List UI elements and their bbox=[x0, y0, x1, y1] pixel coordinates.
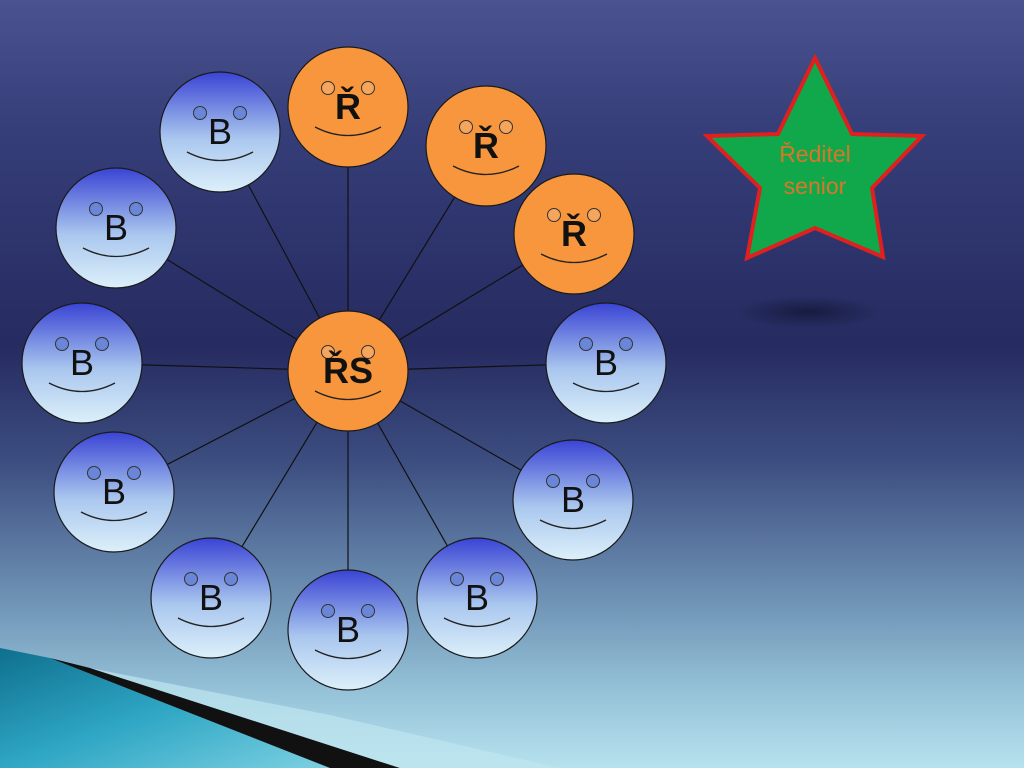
left-eye bbox=[579, 337, 593, 351]
smile bbox=[443, 617, 511, 628]
smile bbox=[177, 617, 245, 628]
face-circle bbox=[55, 167, 177, 289]
face-circle bbox=[21, 302, 143, 424]
face-label: B bbox=[594, 342, 618, 383]
face-label: Ř bbox=[335, 85, 361, 127]
face-label: B bbox=[465, 577, 489, 618]
smile bbox=[539, 519, 607, 530]
right-eye bbox=[129, 202, 143, 216]
senior-director-center-face: ŘS bbox=[287, 310, 409, 432]
right-eye bbox=[224, 572, 238, 586]
star-shape bbox=[702, 53, 927, 262]
member-face: B bbox=[287, 569, 409, 691]
face-circle bbox=[545, 302, 667, 424]
smile bbox=[314, 649, 382, 660]
smile bbox=[48, 382, 116, 393]
left-eye bbox=[193, 106, 207, 120]
face-circle bbox=[53, 431, 175, 553]
left-eye bbox=[89, 202, 103, 216]
right-eye bbox=[95, 337, 109, 351]
left-eye bbox=[546, 474, 560, 488]
right-eye bbox=[127, 466, 141, 480]
smile bbox=[186, 151, 254, 162]
smile bbox=[314, 126, 382, 137]
left-eye bbox=[450, 572, 464, 586]
face-label: B bbox=[70, 342, 94, 383]
right-eye bbox=[490, 572, 504, 586]
left-eye bbox=[184, 572, 198, 586]
face-label: B bbox=[208, 111, 232, 152]
left-eye bbox=[547, 208, 561, 222]
member-face: B bbox=[545, 302, 667, 424]
faces-layer: Ř Ř Ř B B B B B B B B B ŘS bbox=[21, 46, 667, 691]
face-label: B bbox=[199, 577, 223, 618]
smile bbox=[314, 390, 382, 401]
face-circle bbox=[287, 310, 409, 432]
corner-ribbon bbox=[0, 648, 560, 768]
right-eye bbox=[586, 474, 600, 488]
smile bbox=[452, 165, 520, 176]
right-eye bbox=[619, 337, 633, 351]
director-face: Ř bbox=[425, 85, 547, 207]
director-face: Ř bbox=[513, 173, 635, 295]
star-shadow bbox=[736, 296, 880, 328]
face-label: ŘS bbox=[323, 349, 373, 391]
face-circle bbox=[287, 569, 409, 691]
director-senior-star: Ředitel senior bbox=[702, 53, 927, 262]
face-circle bbox=[416, 537, 538, 659]
face-circle bbox=[150, 537, 272, 659]
member-face: B bbox=[21, 302, 143, 424]
left-eye bbox=[321, 345, 335, 359]
face-label: Ř bbox=[561, 212, 587, 254]
face-label: B bbox=[336, 609, 360, 650]
star-label-line-1: Ředitel bbox=[779, 141, 851, 167]
member-face: B bbox=[159, 71, 281, 193]
face-label: Ř bbox=[473, 124, 499, 166]
right-eye bbox=[499, 120, 513, 134]
left-eye bbox=[321, 604, 335, 618]
smile bbox=[572, 382, 640, 393]
right-eye bbox=[233, 106, 247, 120]
face-circle bbox=[159, 71, 281, 193]
face-circle bbox=[287, 46, 409, 168]
smile bbox=[82, 247, 150, 258]
face-circle bbox=[513, 173, 635, 295]
member-face: B bbox=[512, 439, 634, 561]
right-eye bbox=[361, 345, 375, 359]
right-eye bbox=[361, 604, 375, 618]
face-label: B bbox=[102, 471, 126, 512]
face-label: B bbox=[104, 207, 128, 248]
right-eye bbox=[361, 81, 375, 95]
member-face: B bbox=[53, 431, 175, 553]
smile bbox=[540, 253, 608, 264]
member-face: B bbox=[416, 537, 538, 659]
star-label-line-2: senior bbox=[784, 173, 847, 199]
right-eye bbox=[587, 208, 601, 222]
left-eye bbox=[87, 466, 101, 480]
smile bbox=[80, 511, 148, 522]
face-circle bbox=[512, 439, 634, 561]
left-eye bbox=[55, 337, 69, 351]
face-label: B bbox=[561, 479, 585, 520]
face-circle bbox=[425, 85, 547, 207]
left-eye bbox=[459, 120, 473, 134]
left-eye bbox=[321, 81, 335, 95]
member-face: B bbox=[150, 537, 272, 659]
director-face: Ř bbox=[287, 46, 409, 168]
member-face: B bbox=[55, 167, 177, 289]
